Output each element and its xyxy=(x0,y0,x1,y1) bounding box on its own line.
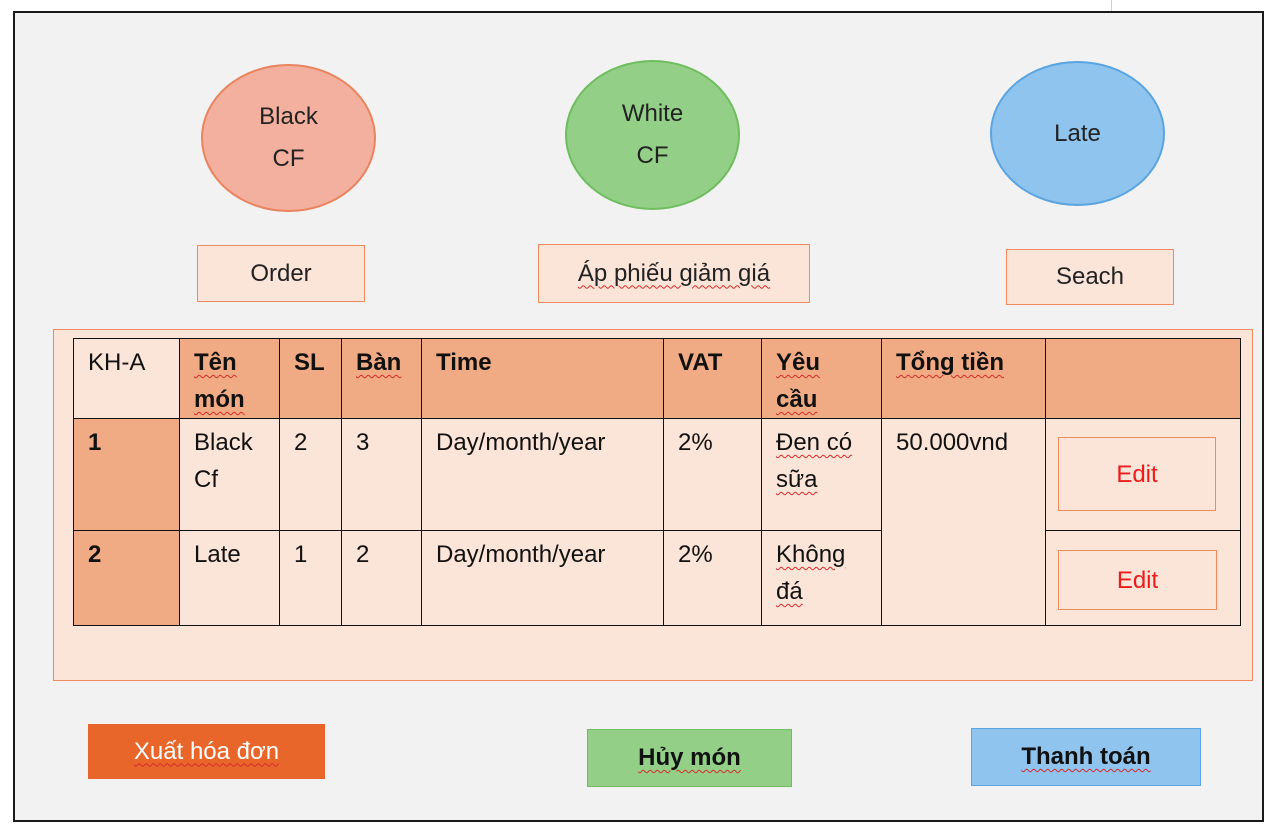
row-actions: Edit xyxy=(1045,418,1241,531)
product-white-cf-label: White CF xyxy=(621,100,684,169)
order-total: 50.000vnd xyxy=(881,418,1046,626)
order-table: KH-A Tên món SL Bàn Time VAT Yêu cầu Tổn… xyxy=(73,338,1241,626)
customer-code: KH-A xyxy=(73,338,180,419)
header-table: Bàn xyxy=(341,338,422,419)
row-table: 3 xyxy=(341,418,422,531)
table-row: 1 Black Cf 2 3 Day/month/year 2% Đen có … xyxy=(73,418,1241,626)
product-white-cf[interactable]: White CF xyxy=(565,60,740,210)
edit-button[interactable]: Edit xyxy=(1058,550,1217,610)
header-actions xyxy=(1045,338,1241,419)
row-time: Day/month/year xyxy=(421,530,664,626)
row-item-name: Black Cf xyxy=(179,418,280,531)
export-invoice-label: Xuất hóa đơn xyxy=(133,737,280,765)
header-time: Time xyxy=(421,338,664,419)
order-button[interactable]: Order xyxy=(197,245,365,302)
row-actions: Edit xyxy=(1045,530,1241,626)
row-quantity: 2 xyxy=(279,418,342,531)
pay-button[interactable]: Thanh toán xyxy=(971,728,1201,786)
order-button-label: Order xyxy=(250,259,312,287)
row-request: Đen có sữa xyxy=(761,418,882,531)
row-quantity: 1 xyxy=(279,530,342,626)
row-table: 2 xyxy=(341,530,422,626)
row-time: Day/month/year xyxy=(421,418,664,531)
edit-button[interactable]: Edit xyxy=(1058,437,1216,511)
cancel-item-button[interactable]: Hủy món xyxy=(587,729,792,787)
header-request: Yêu cầu xyxy=(761,338,882,419)
product-black-cf[interactable]: Black CF xyxy=(201,64,376,212)
table-row: 2 Late 1 2 Day/month/year 2% Không đá Ed… xyxy=(73,530,1241,626)
apply-coupon-label: Áp phiếu giảm giá xyxy=(577,259,771,287)
product-late-label: Late xyxy=(1054,119,1101,147)
product-late[interactable]: Late xyxy=(990,61,1165,206)
row-request: Không đá xyxy=(761,530,882,626)
apply-coupon-button[interactable]: Áp phiếu giảm giá xyxy=(538,244,810,303)
product-black-cf-label: Black CF xyxy=(259,103,318,172)
header-item-name: Tên món xyxy=(179,338,280,419)
cancel-item-label: Hủy món xyxy=(638,744,741,771)
row-vat: 2% xyxy=(663,530,762,626)
row-index: 1 xyxy=(73,418,180,531)
header-quantity: SL xyxy=(279,338,342,419)
divider-line xyxy=(1111,0,1112,12)
table-header-row: KH-A Tên món SL Bàn Time VAT Yêu cầu Tổn… xyxy=(73,338,1241,419)
header-total: Tổng tiền xyxy=(881,338,1046,419)
export-invoice-button[interactable]: Xuất hóa đơn xyxy=(88,724,325,779)
row-index: 2 xyxy=(73,530,180,626)
row-vat: 2% xyxy=(663,418,762,531)
search-button[interactable]: Seach xyxy=(1006,249,1174,305)
header-vat: VAT xyxy=(663,338,762,419)
search-button-label: Seach xyxy=(1055,263,1125,290)
row-item-name: Late xyxy=(179,530,280,626)
pay-button-label: Thanh toán xyxy=(1021,743,1151,770)
